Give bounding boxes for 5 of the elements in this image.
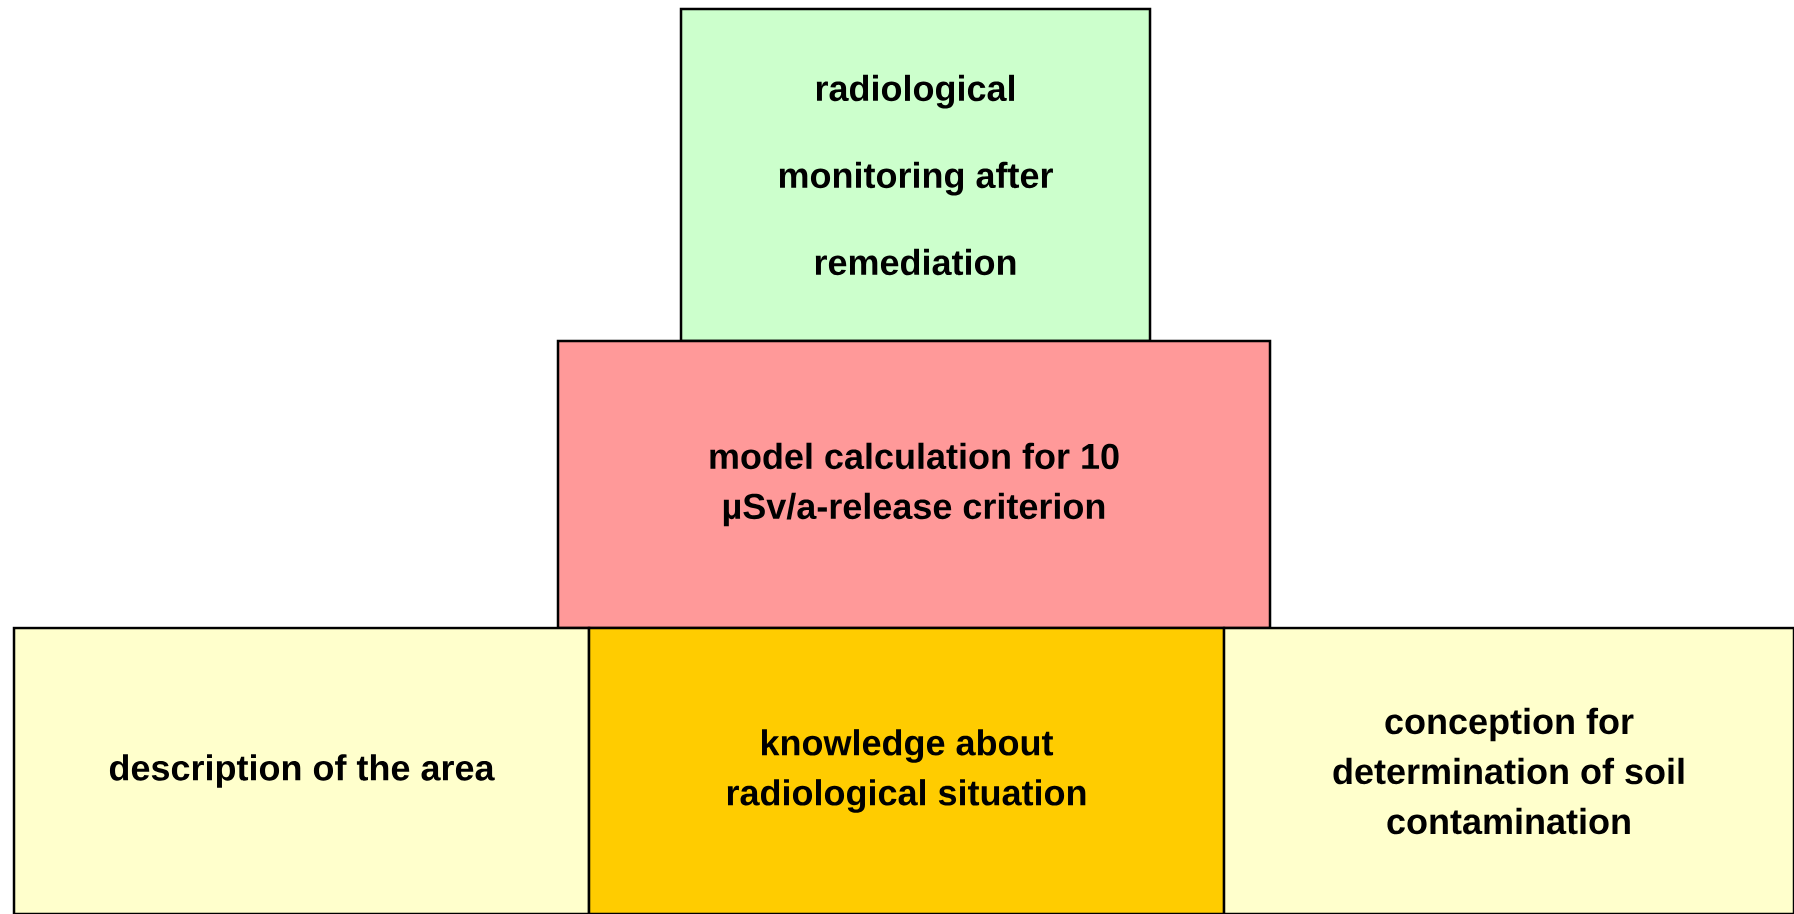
text-box: conception for determination of soil contamination: [1222, 626, 1794, 914]
text-box: description of the area: [12, 626, 591, 914]
text-box: model calculation for 10 µSv/a-release criterion: [556, 339, 1272, 630]
text-box: radiological monitoring after remediation: [679, 7, 1152, 343]
text-box: knowledge about radiological situation: [587, 626, 1226, 914]
